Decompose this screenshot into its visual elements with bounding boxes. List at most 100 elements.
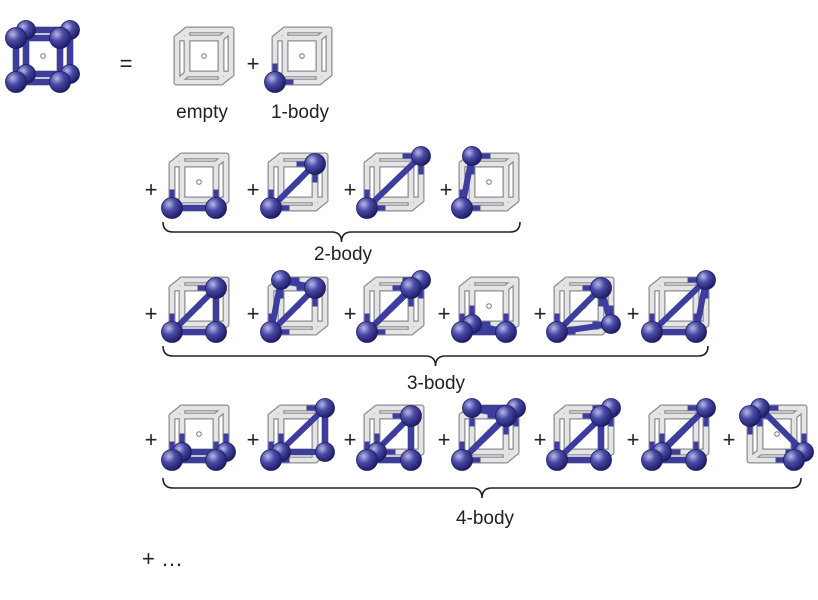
atom	[641, 449, 663, 471]
group-brace	[162, 477, 802, 499]
atom	[260, 197, 282, 219]
atom	[5, 71, 27, 93]
cube-term-4-body	[641, 398, 716, 471]
cube-center-marker	[774, 431, 780, 437]
cube-term-2-body	[451, 146, 520, 219]
cube-term-empty	[173, 26, 235, 86]
atom	[161, 197, 183, 219]
atom	[601, 314, 621, 334]
plus-sign: +	[437, 427, 451, 452]
plus-sign: +	[144, 427, 158, 452]
atom	[739, 405, 761, 427]
atom	[685, 321, 707, 343]
atom	[590, 449, 612, 471]
atom	[271, 270, 291, 290]
continuation-ellipsis: + …	[142, 546, 183, 571]
group-brace	[162, 221, 521, 243]
plus-sign: +	[533, 427, 547, 452]
cube-term-3-body	[451, 276, 520, 343]
bond	[649, 277, 709, 335]
cube-term-2-body	[356, 146, 431, 219]
atom	[400, 405, 422, 427]
cube-term-full	[5, 20, 80, 93]
empty-term-label: empty	[176, 102, 228, 123]
atom	[161, 449, 183, 471]
cube-term-4-body	[546, 398, 621, 471]
atom	[205, 449, 227, 471]
atom	[400, 449, 422, 471]
cube-center-marker	[299, 53, 305, 59]
plus-sign: +	[246, 301, 260, 326]
plus-sign: +	[439, 177, 453, 202]
plus-sign: +	[343, 301, 357, 326]
atom	[264, 71, 286, 93]
atom	[356, 449, 378, 471]
cube-term-4-body	[161, 404, 236, 471]
three-body-group-label: 3-body	[406, 373, 466, 394]
plus-sign: +	[144, 301, 158, 326]
plus-sign: +	[144, 177, 158, 202]
atom	[400, 277, 422, 299]
atom	[590, 277, 612, 299]
atom	[260, 449, 282, 471]
two-body-group-label: 2-body	[313, 244, 373, 265]
atom	[49, 71, 71, 93]
cube-term-4-body	[260, 398, 335, 471]
atom	[783, 449, 805, 471]
cube-term-3-body	[161, 276, 230, 343]
atom	[546, 449, 568, 471]
atom	[451, 321, 473, 343]
atom	[205, 277, 227, 299]
atom	[641, 321, 663, 343]
four-body-group-label: 4-body	[455, 508, 515, 529]
atom	[304, 277, 326, 299]
cube-term-2-body	[161, 152, 230, 219]
cube-term-3-body	[641, 270, 716, 343]
atom	[49, 27, 71, 49]
atom	[696, 270, 716, 290]
atom	[356, 321, 378, 343]
atom	[205, 197, 227, 219]
group-brace	[162, 345, 709, 367]
bond	[659, 405, 709, 455]
atom	[5, 27, 27, 49]
cube-center-marker	[486, 303, 492, 309]
atom	[462, 146, 482, 166]
bond	[757, 405, 807, 455]
atom	[495, 321, 517, 343]
cube-term-3-body	[356, 270, 431, 343]
atom	[546, 321, 568, 343]
cube-term-2-body	[260, 152, 329, 219]
atom	[161, 321, 183, 343]
one-body-term-label: 1-body	[270, 102, 330, 123]
cube-center-marker	[196, 431, 202, 437]
cube-term-4-body	[451, 398, 526, 471]
cube-term-4-body	[739, 398, 814, 471]
cube-term-3-body	[260, 270, 329, 343]
equals-sign: =	[119, 51, 133, 76]
plus-sign: +	[626, 427, 640, 452]
atom	[685, 449, 707, 471]
cube-term-4-body	[356, 404, 425, 471]
atom	[590, 405, 612, 427]
plus-sign: +	[533, 301, 547, 326]
cube-term-1-body	[264, 26, 333, 93]
plus-sign: +	[246, 177, 260, 202]
atom	[260, 321, 282, 343]
atom	[462, 398, 482, 418]
cluster-terms	[5, 20, 814, 471]
atom	[315, 442, 335, 462]
group-braces	[162, 221, 802, 499]
atom	[451, 197, 473, 219]
atom	[315, 398, 335, 418]
cube-center-marker	[40, 53, 46, 59]
cube-center-marker	[196, 179, 202, 185]
cube-center-marker	[201, 53, 207, 59]
atom	[356, 197, 378, 219]
plus-sign: +	[343, 427, 357, 452]
plus-sign: +	[246, 51, 260, 76]
plus-sign: +	[343, 177, 357, 202]
plus-sign: +	[437, 301, 451, 326]
atom	[304, 153, 326, 175]
